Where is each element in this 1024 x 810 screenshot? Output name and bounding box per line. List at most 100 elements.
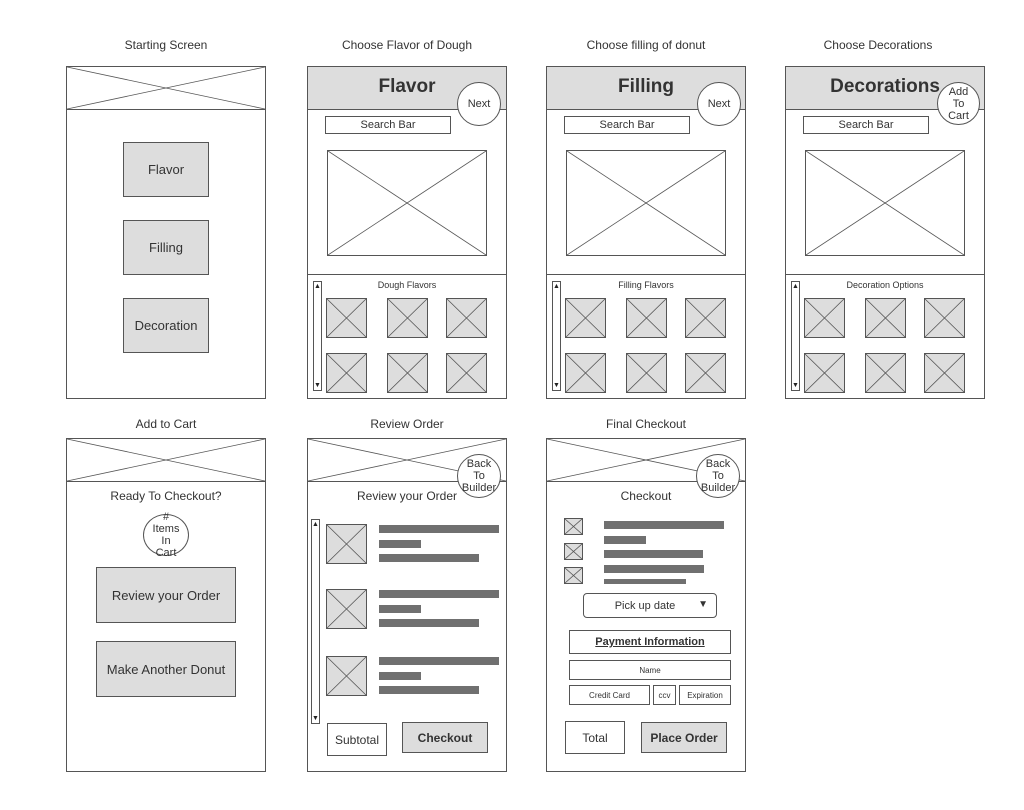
order-item-thumbnail xyxy=(564,543,583,560)
order-item-thumbnail xyxy=(564,518,583,535)
decoration-button[interactable]: Decoration xyxy=(123,298,209,353)
section-label: Filling Flavors xyxy=(618,280,674,290)
scroll-down-icon[interactable]: ▼ xyxy=(553,382,560,389)
text-line-placeholder xyxy=(604,521,724,529)
review-order-button[interactable]: Review your Order xyxy=(96,567,236,623)
search-input[interactable]: Search Bar xyxy=(564,116,690,134)
thumbnail-option[interactable] xyxy=(685,298,726,338)
thumbnail-option[interactable] xyxy=(865,353,906,393)
thumbnail-option[interactable] xyxy=(804,298,845,338)
make-another-donut-button[interactable]: Make Another Donut xyxy=(96,641,236,697)
starting-screen: Flavor Filling Decoration xyxy=(66,66,266,399)
section-label: Decoration Options xyxy=(846,280,924,290)
filling-screen: Filling Next Search Bar Filling Flavors … xyxy=(546,66,746,399)
text-line-placeholder xyxy=(379,657,499,665)
text-line-placeholder xyxy=(379,605,421,613)
thumbnail-option[interactable] xyxy=(626,353,667,393)
divider xyxy=(786,274,984,275)
thumbnail-option[interactable] xyxy=(626,298,667,338)
pickup-date-label: Pick up date xyxy=(614,599,676,612)
order-item-image xyxy=(326,656,367,696)
filling-button[interactable]: Filling xyxy=(123,220,209,275)
checkout-button[interactable]: Checkout xyxy=(402,722,488,753)
thumbnail-option[interactable] xyxy=(446,298,487,338)
add-to-cart-screen: Ready To Checkout? # Items In Cart Revie… xyxy=(66,438,266,772)
text-line-placeholder xyxy=(604,579,686,584)
text-line-placeholder xyxy=(379,686,479,694)
text-line-placeholder xyxy=(604,565,704,573)
divider xyxy=(308,274,506,275)
scroll-up-icon[interactable]: ▲ xyxy=(312,521,319,528)
place-order-button[interactable]: Place Order xyxy=(641,722,727,753)
review-order-screen: Back To Builder Review your Order ▲▼ Sub… xyxy=(307,438,507,772)
thumbnail-option[interactable] xyxy=(446,353,487,393)
thumbnail-option[interactable] xyxy=(326,298,367,338)
screen-title: Flavor xyxy=(378,76,436,97)
scroll-down-icon[interactable]: ▼ xyxy=(792,382,799,389)
dropdown-arrow-icon: ▼ xyxy=(698,599,708,610)
expiration-field[interactable]: Expiration xyxy=(679,685,731,705)
scroll-up-icon[interactable]: ▲ xyxy=(553,283,560,290)
total-box: Total xyxy=(565,721,625,754)
thumbnail-option[interactable] xyxy=(326,353,367,393)
search-input[interactable]: Search Bar xyxy=(325,116,451,134)
vertical-scrollbar[interactable]: ▲▼ xyxy=(791,281,800,391)
caption-final-checkout: Final Checkout xyxy=(605,417,687,431)
review-heading: Review your Order xyxy=(356,489,458,503)
text-line-placeholder xyxy=(604,550,703,558)
thumbnail-option[interactable] xyxy=(685,353,726,393)
thumbnail-option[interactable] xyxy=(804,353,845,393)
caption-add-to-cart: Add to Cart xyxy=(135,417,197,431)
ccv-field[interactable]: ccv xyxy=(653,685,676,705)
vertical-scrollbar[interactable]: ▲▼ xyxy=(552,281,561,391)
scroll-down-icon[interactable]: ▼ xyxy=(312,715,319,722)
thumbnail-option[interactable] xyxy=(924,298,965,338)
scroll-up-icon[interactable]: ▲ xyxy=(314,283,321,290)
caption-choose-flavor: Choose Flavor of Dough xyxy=(341,38,473,52)
checkout-heading: Checkout xyxy=(620,489,672,503)
back-to-builder-button[interactable]: Back To Builder xyxy=(457,454,501,498)
back-to-builder-button[interactable]: Back To Builder xyxy=(696,454,740,498)
name-field[interactable]: Name xyxy=(569,660,731,680)
caption-choose-decorations: Choose Decorations xyxy=(823,38,933,52)
next-button[interactable]: Next xyxy=(457,82,501,126)
main-image-placeholder xyxy=(805,150,965,256)
next-button[interactable]: Next xyxy=(697,82,741,126)
caption-choose-filling: Choose filling of donut xyxy=(586,38,706,52)
thumbnail-option[interactable] xyxy=(865,298,906,338)
text-line-placeholder xyxy=(379,525,499,533)
screen-title: Decorations xyxy=(830,76,940,97)
thumbnail-option[interactable] xyxy=(924,353,965,393)
main-image-placeholder xyxy=(327,150,487,256)
checkout-heading: Ready To Checkout? xyxy=(110,489,222,503)
thumbnail-option[interactable] xyxy=(387,298,428,338)
items-in-cart-badge: # Items In Cart xyxy=(143,511,189,559)
text-line-placeholder xyxy=(379,672,421,680)
caption-review-order: Review Order xyxy=(370,417,444,431)
order-item-thumbnail xyxy=(564,567,583,584)
vertical-scrollbar[interactable]: ▲▼ xyxy=(311,519,320,724)
scroll-up-icon[interactable]: ▲ xyxy=(792,283,799,290)
text-line-placeholder xyxy=(379,590,499,598)
final-checkout-screen: Back To Builder Checkout Pick up date ▼ … xyxy=(546,438,746,772)
order-item-image xyxy=(326,589,367,629)
payment-information-heading: Payment Information xyxy=(569,630,731,654)
text-line-placeholder xyxy=(379,540,421,548)
flavor-button[interactable]: Flavor xyxy=(123,142,209,197)
search-input[interactable]: Search Bar xyxy=(803,116,929,134)
header-image-placeholder xyxy=(67,439,265,482)
main-image-placeholder xyxy=(566,150,726,256)
text-line-placeholder xyxy=(379,554,479,562)
flavor-screen: Flavor Next Search Bar Dough Flavors ▲▼ xyxy=(307,66,507,399)
thumbnail-option[interactable] xyxy=(565,298,606,338)
thumbnail-option[interactable] xyxy=(565,353,606,393)
vertical-scrollbar[interactable]: ▲▼ xyxy=(313,281,322,391)
pickup-date-select[interactable]: Pick up date ▼ xyxy=(583,593,717,618)
scroll-down-icon[interactable]: ▼ xyxy=(314,382,321,389)
text-line-placeholder xyxy=(379,619,479,627)
thumbnail-option[interactable] xyxy=(387,353,428,393)
add-to-cart-button[interactable]: Add To Cart xyxy=(937,82,980,125)
caption-starting-screen: Starting Screen xyxy=(124,38,208,52)
screen-title: Filling xyxy=(618,76,674,97)
credit-card-field[interactable]: Credit Card xyxy=(569,685,650,705)
